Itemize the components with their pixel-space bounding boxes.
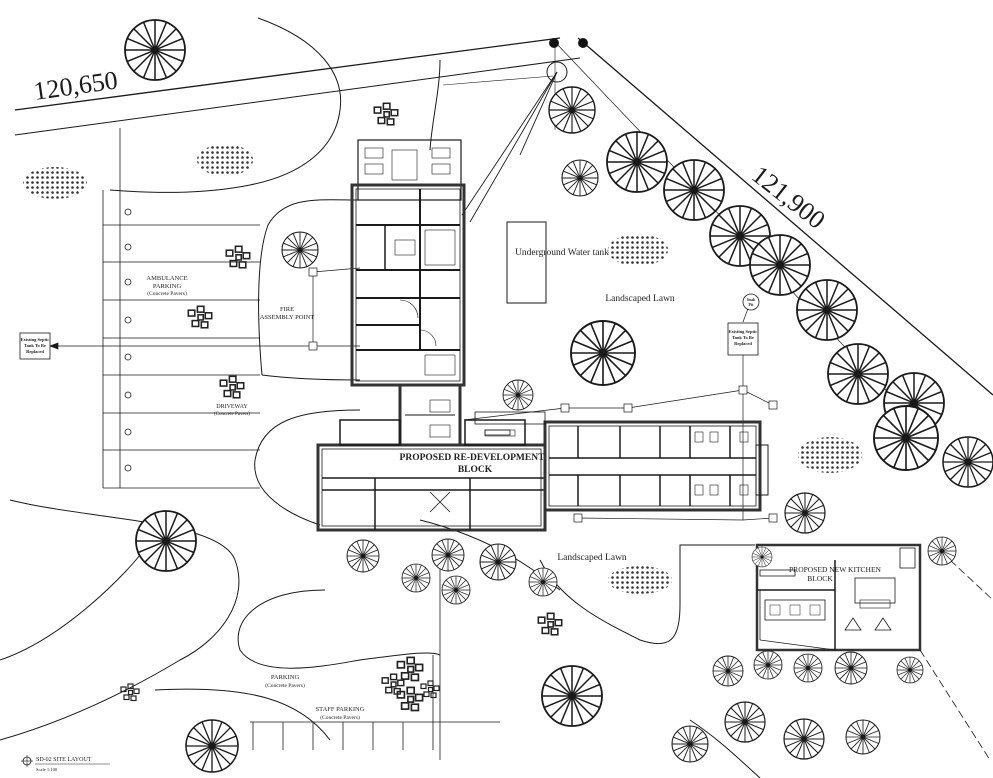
hatched-areas bbox=[23, 144, 862, 594]
title-block: SD-02 SITE LAYOUT Scale 1:100 bbox=[21, 755, 110, 772]
ambulance-parking-bays bbox=[102, 128, 260, 489]
lawn-north-label: Landscaped Lawn bbox=[605, 294, 675, 304]
kitchen-label-1: PROPOSED NEW KITCHEN bbox=[789, 565, 882, 574]
staff-parking-label-2: (Concrete Pavers) bbox=[320, 714, 360, 721]
boundary-label-west: 120,650 bbox=[32, 65, 120, 105]
septic-west-label-3: Replaced bbox=[26, 349, 44, 354]
septic-east-label-1: Existing Septic bbox=[729, 329, 758, 334]
soak-pit-label-2: Pit bbox=[749, 302, 755, 307]
trees bbox=[125, 20, 993, 772]
soak-pit bbox=[742, 293, 760, 311]
soak-pit-label-1: Soak bbox=[747, 297, 756, 302]
water-tank-label: Underground Water tank bbox=[515, 248, 609, 258]
main-block-label-2: BLOCK bbox=[458, 465, 493, 475]
ambulance-label-2: PARKING bbox=[153, 283, 182, 290]
site-boundary bbox=[14, 37, 993, 406]
shrub-clusters bbox=[120, 102, 563, 712]
main-block-label-1: PROPOSED RE-DEVELOPMENT bbox=[400, 453, 546, 463]
main-building bbox=[316, 139, 769, 532]
septic-west bbox=[19, 332, 51, 360]
parking-label-1: PARKING bbox=[271, 674, 300, 681]
kitchen-block bbox=[755, 543, 922, 652]
water-tank bbox=[506, 221, 547, 304]
fire-label-1: FIRE bbox=[280, 306, 294, 313]
kitchen-label-2: BLOCK bbox=[807, 574, 833, 583]
septic-east-label-2: Tank To Be bbox=[732, 335, 754, 340]
fire-label-2: ASSEMBLY POINT bbox=[260, 314, 315, 321]
septic-west-label-1: Existing Septic bbox=[21, 337, 50, 342]
driveway-label-1: DRIVEWAY bbox=[216, 404, 248, 410]
dashed-guides bbox=[919, 559, 993, 761]
ambulance-label-1: AMBULANCE bbox=[146, 275, 187, 282]
septic-west-label-2: Tank To Be bbox=[24, 343, 46, 348]
service-lines bbox=[49, 267, 778, 523]
septic-east bbox=[727, 322, 759, 356]
parking-label-2: (Concrete Pavers) bbox=[265, 682, 305, 689]
staff-parking-bays bbox=[250, 545, 500, 760]
staff-parking-label-1: STAFF PARKING bbox=[316, 706, 365, 713]
title-code: SD-02 SITE LAYOUT bbox=[36, 757, 92, 763]
road-outlines bbox=[0, 17, 761, 778]
driveway-label-2: (Concrete Pavers) bbox=[214, 412, 250, 417]
septic-east-label-3: Replaced bbox=[734, 341, 752, 346]
ambulance-label-3: (Concrete Pavers) bbox=[147, 290, 187, 297]
title-scale: Scale 1:100 bbox=[36, 767, 58, 772]
lawn-south-label: Landscaped Lawn bbox=[557, 553, 627, 563]
